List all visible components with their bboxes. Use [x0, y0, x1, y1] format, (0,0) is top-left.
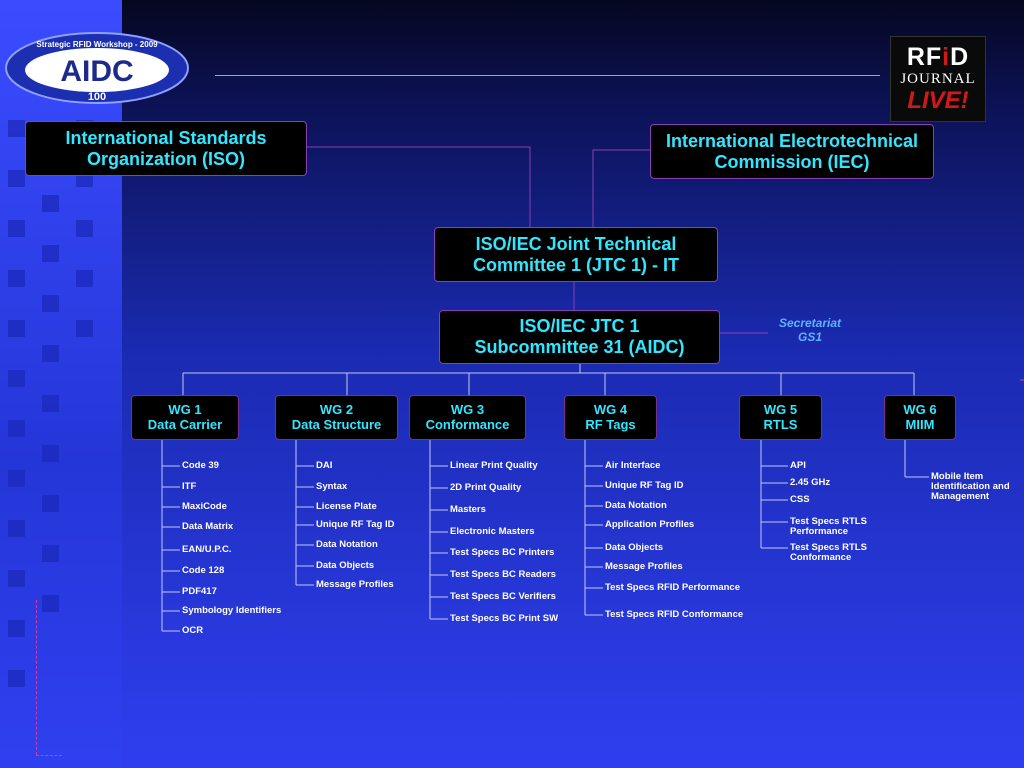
wg-item: Test Specs BC Print SW — [450, 613, 559, 624]
wg-item: Linear Print Quality — [450, 460, 538, 471]
checker-square — [8, 620, 25, 637]
sc31-box: ISO/IEC JTC 1 Subcommittee 31 (AIDC) — [439, 310, 720, 364]
aidc-ring-text: Strategic RFID Workshop - 2009 — [36, 40, 158, 49]
wg-item: Syntax — [316, 481, 348, 492]
wg2-box: WG 2 Data Structure — [275, 395, 398, 440]
wg-item: OCR — [182, 625, 204, 636]
checker-square — [8, 220, 25, 237]
header-divider — [215, 75, 880, 76]
checker-square — [76, 270, 93, 287]
checker-square — [8, 420, 25, 437]
checker-square — [8, 670, 25, 687]
wg-item: MaxiCode — [182, 501, 227, 512]
wg-item: CSS — [790, 494, 810, 505]
wg-item: Data Objects — [605, 542, 664, 553]
wg-item: Symbology Identifiers — [182, 605, 282, 616]
wg-item: Test Specs RFID Performance — [605, 582, 740, 593]
checker-square — [8, 120, 25, 137]
wg-item: Air Interface — [605, 460, 661, 471]
checker-square — [8, 270, 25, 287]
wg4-box: WG 4 RF Tags — [564, 395, 657, 440]
rfid-journal-logo: RFiD JOURNAL LIVE! — [890, 36, 986, 122]
wg-item: 2.45 GHz — [790, 477, 831, 488]
wg-item: Masters — [450, 504, 486, 515]
checker-square — [8, 370, 25, 387]
checker-square — [8, 520, 25, 537]
checker-square — [76, 320, 93, 337]
dashed-guide — [36, 600, 38, 755]
wg-item: Data Objects — [316, 560, 375, 571]
rfid-logo-line2: JOURNAL — [900, 71, 976, 87]
wg-item: PDF417 — [182, 586, 217, 597]
aidc-logo: Strategic RFID Workshop - 2009 AIDC 100 — [5, 32, 189, 104]
wg-item: Message Profiles — [605, 561, 683, 572]
rfid-logo-line3: LIVE! — [907, 87, 969, 114]
iso-box: International Standards Organization (IS… — [25, 121, 307, 176]
wg6-box: WG 6 MIIM — [884, 395, 956, 440]
wg-item: Electronic Masters — [450, 526, 535, 537]
wg-item: DAI — [316, 460, 333, 471]
wg-item: Test Specs RTLS Performance — [790, 516, 867, 537]
dashed-guide-foot — [36, 755, 62, 757]
wg-item: EAN/U.P.C. — [182, 544, 232, 555]
wg-item: Mobile Item Identification and Managemen… — [931, 471, 1010, 502]
checker-square — [42, 595, 59, 612]
wg5-box: WG 5 RTLS — [739, 395, 822, 440]
secretariat-label: Secretariat GS1 — [778, 316, 842, 344]
wg-item: Unique RF Tag ID — [316, 519, 395, 530]
aidc-main-text: AIDC — [60, 55, 133, 88]
wg3-box: WG 3 Conformance — [409, 395, 526, 440]
iec-box: International Electrotechnical Commissio… — [650, 124, 934, 179]
wg-item: Test Specs RTLS Conformance — [790, 542, 867, 563]
wg-item: Data Matrix — [182, 521, 234, 532]
wg-item: Code 39 — [182, 460, 219, 471]
wg-item: Test Specs RFID Conformance — [605, 609, 744, 620]
wg-item: Unique RF Tag ID — [605, 480, 684, 491]
jtc1-box: ISO/IEC Joint Technical Committee 1 (JTC… — [434, 227, 718, 282]
checker-square — [8, 320, 25, 337]
wg1-box: WG 1 Data Carrier — [131, 395, 239, 440]
checker-square — [8, 570, 25, 587]
checker-square — [8, 170, 25, 187]
checker-square — [42, 195, 59, 212]
wg-item: API — [790, 460, 806, 471]
wg-item: Test Specs BC Printers — [450, 547, 555, 558]
checker-square — [42, 395, 59, 412]
wg-item: License Plate — [316, 501, 377, 512]
checker-square — [42, 545, 59, 562]
checker-square — [42, 345, 59, 362]
checker-square — [8, 470, 25, 487]
wg-item: Message Profiles — [316, 579, 394, 590]
wg-item: 2D Print Quality — [450, 482, 522, 493]
wg-item: Test Specs BC Verifiers — [450, 591, 556, 602]
checker-square — [42, 495, 59, 512]
checker-square — [76, 220, 93, 237]
aidc-sub-text: 100 — [88, 91, 106, 103]
rfid-logo-line1: RFiD — [906, 43, 970, 71]
wg-item: ITF — [182, 481, 197, 492]
wg-item: Data Notation — [605, 500, 667, 511]
checker-square — [42, 245, 59, 262]
wg-item: Code 128 — [182, 565, 225, 576]
wg-item: Test Specs BC Readers — [450, 569, 556, 580]
checker-square — [42, 445, 59, 462]
checker-square — [42, 295, 59, 312]
wg-item: Data Notation — [316, 539, 378, 550]
wg-item: Application Profiles — [605, 519, 695, 530]
